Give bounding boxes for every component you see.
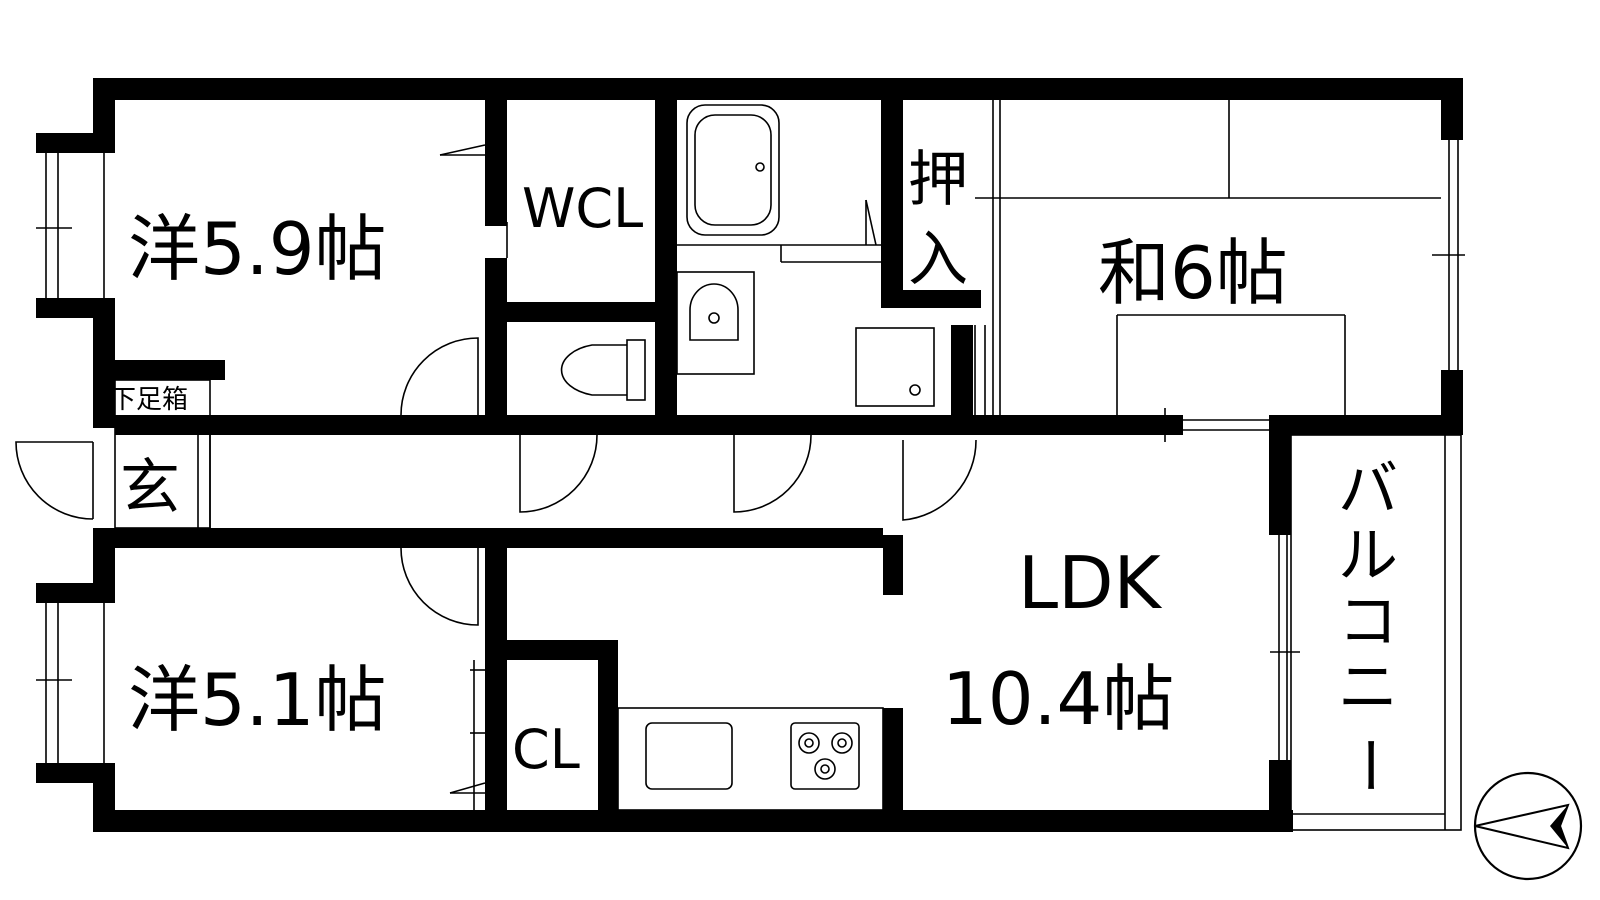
balcony-char-4: ニ	[1338, 653, 1398, 723]
stove-icon	[790, 722, 860, 790]
washbasin-icon	[676, 271, 755, 375]
kitchen-counter	[617, 707, 884, 811]
walls	[36, 78, 1463, 832]
room-label-ldk-size: 10.4帖	[942, 657, 1174, 741]
room-label-western-2: 洋5.1帖	[128, 658, 387, 742]
north-arrow-icon	[1473, 771, 1583, 881]
closet-label-bottom: 入	[908, 225, 968, 295]
balcony-label: バ ル コ ニ ー	[1333, 455, 1403, 795]
room-label-western-1: 洋5.9帖	[128, 207, 387, 291]
windows	[36, 140, 1465, 763]
doors	[15, 144, 977, 810]
tatami-lines	[974, 100, 1441, 415]
room-label-entrance: 玄	[120, 453, 180, 523]
balcony-area	[1290, 434, 1462, 831]
balcony-char-5: ー	[1333, 735, 1403, 795]
balcony-char-2: ル	[1338, 521, 1398, 591]
shoe-box-label: 下足箱	[110, 385, 188, 415]
room-label-japanese: 和6帖	[1098, 231, 1288, 315]
balcony-char-1: バ	[1338, 455, 1398, 525]
room-label-ldk-name: LDK	[1018, 541, 1163, 625]
balcony-char-3: コ	[1338, 587, 1398, 657]
room-label-wcl: WCL	[522, 177, 643, 240]
entrance-frame	[114, 379, 211, 529]
kitchen-sink-icon	[645, 722, 733, 790]
toilet-icon	[560, 339, 646, 401]
washing-machine-area	[855, 327, 935, 407]
room-label-cl: CL	[512, 718, 580, 781]
closet-label-top: 押	[908, 145, 968, 215]
bathtub-icon	[677, 104, 881, 263]
